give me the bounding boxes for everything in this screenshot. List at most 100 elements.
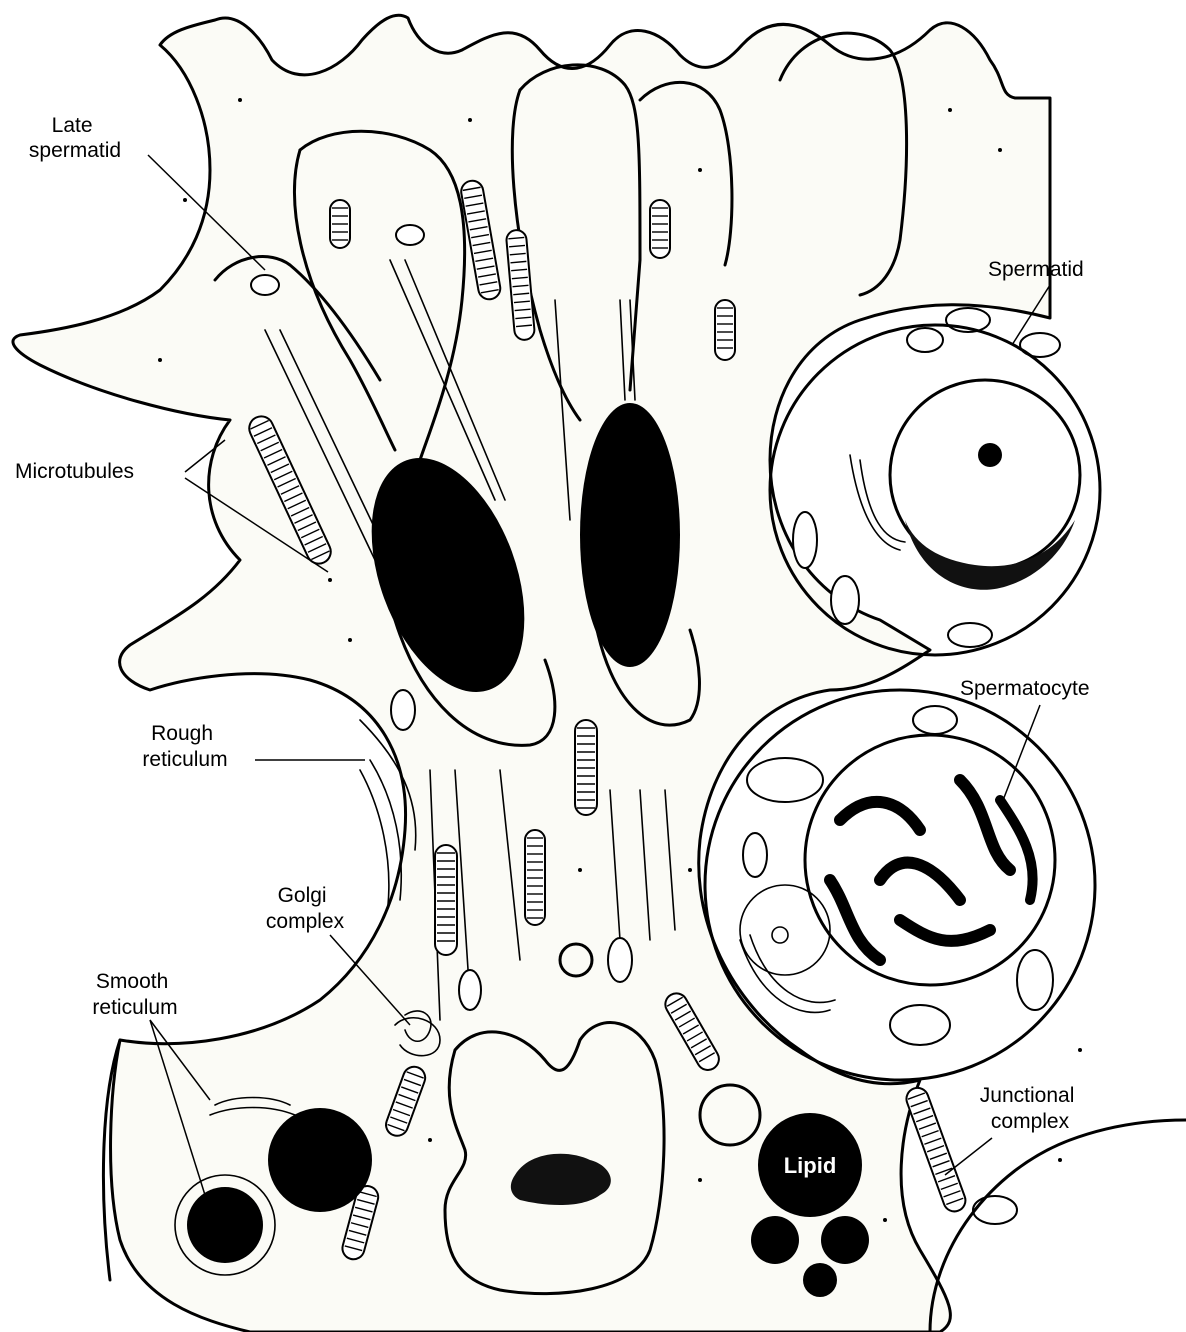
mitochondrion-crista: [940, 1182, 958, 1191]
label-smooth-reticulum-line1: Smooth: [96, 970, 168, 993]
mitochondrion-crista: [943, 1190, 961, 1198]
sertoli-nucleus: [443, 942, 666, 1296]
labels: Late spermatid Microtubules Rough reticu…: [15, 114, 1090, 1178]
mitochondrion-crista: [260, 441, 280, 452]
mitochondrion-crista: [307, 543, 327, 553]
mitochondrion-crista: [512, 284, 529, 288]
mitochondrion-crista: [403, 1078, 422, 1087]
mitochondrion-crista: [469, 225, 488, 231]
mitochondrion-crista: [935, 1167, 953, 1176]
mitochondrion-crista: [937, 1175, 956, 1183]
mitochondrion-crista: [508, 236, 525, 240]
mitochondrion-crista: [666, 996, 684, 1007]
mitochondrion-crista: [674, 1010, 692, 1021]
label-smooth-reticulum: Smooth reticulum: [92, 970, 177, 1019]
mitochondrion-crista: [468, 218, 487, 223]
mitochondrion-crista: [511, 268, 528, 272]
mitochondrion-crista: [924, 1137, 942, 1145]
mitochondrion-crista: [929, 1152, 948, 1160]
mitochondrion-crista: [270, 463, 290, 474]
label-smooth-reticulum-line2: reticulum: [92, 996, 177, 1019]
mitochondrion-crista: [475, 257, 494, 262]
mitochondrion-crista: [471, 233, 490, 239]
label-rough-reticulum: Rough reticulum: [142, 722, 227, 771]
mitochondrion-crista: [304, 535, 324, 546]
mitochondrion-crista: [284, 492, 303, 503]
mitochondrion-crista: [253, 427, 273, 437]
mitochondrion-crista: [678, 1017, 696, 1028]
mitochondrion-crista: [398, 1093, 416, 1102]
mitochondrion-crista: [932, 1160, 950, 1168]
microtubules: [264, 259, 676, 1021]
mitochondrion-crista: [511, 276, 528, 280]
mitochondrion-crista: [915, 1114, 934, 1123]
mitochondrion-crista: [277, 477, 296, 488]
mitochondrion-crista: [350, 1222, 369, 1229]
mitochondrion-crista: [686, 1031, 704, 1042]
mitochondrion-crista: [479, 281, 498, 286]
mitochondrion-crista: [256, 434, 276, 445]
neighbor-cell-bottom-left: [101, 1038, 122, 1282]
mitochondrion-crista: [698, 1052, 716, 1063]
neighbor-cell-bottom-right: [928, 1118, 1186, 1332]
mitochondrion-crista: [462, 186, 481, 192]
label-junctional-complex-line1: Junctional: [980, 1084, 1075, 1107]
mitochondrion-crista: [476, 265, 495, 270]
vesicles: [158, 98, 1082, 1222]
mitochondrion-crista: [464, 194, 483, 199]
label-golgi-complex-line1: Golgi: [278, 884, 327, 907]
mitochondrion-crista: [406, 1071, 424, 1079]
mitochondrion-crista: [690, 1038, 708, 1049]
mitochondrion-crista: [346, 1237, 365, 1244]
mitochondrion-crista: [392, 1108, 411, 1117]
mitochondrion-crista: [290, 506, 310, 517]
label-late-spermatid: Late spermatid: [29, 114, 121, 162]
mitochondrion-crista: [465, 202, 484, 207]
mitochondrion-crista: [267, 456, 286, 466]
mitochondrion-crista: [670, 1003, 688, 1014]
mitochondrion-crista: [263, 448, 283, 459]
mitochondrion-crista: [300, 528, 320, 539]
mitochondrion-crista: [946, 1197, 964, 1206]
mitochondria: [248, 179, 1061, 1261]
spermatocyte-nucleus: [803, 733, 1057, 987]
mitochondrion-crista: [280, 485, 300, 495]
mitochondrion-crista: [913, 1107, 931, 1115]
mitochondrion-crista: [473, 249, 492, 255]
lipid-droplets: [174, 1083, 869, 1297]
golgi-and-reticulum: [209, 454, 906, 1116]
mitochondrion-crista: [352, 1214, 371, 1221]
mitochondrion-crista: [466, 210, 485, 215]
label-junctional-complex-line2: complex: [991, 1110, 1070, 1133]
mitochondrion-crista: [510, 260, 527, 264]
mitochondrion-crista: [311, 550, 330, 561]
spermatocyte-cell: [703, 688, 1097, 1082]
label-spermatocyte: Spermatocyte: [960, 677, 1090, 700]
mitochondrion-crista: [926, 1144, 945, 1153]
mitochondrion-crista: [390, 1116, 408, 1124]
label-golgi-complex-line2: complex: [266, 910, 345, 933]
label-rough-reticulum-line1: Rough: [151, 722, 213, 745]
mitochondrion-crista: [509, 244, 526, 248]
mitochondrion-crista: [472, 241, 491, 247]
mitochondrion-crista: [509, 252, 526, 256]
mitochondrion-crista: [395, 1101, 413, 1109]
mitochondrion-crista: [294, 514, 313, 524]
mitochondrion-crista: [359, 1191, 377, 1198]
mitochondrion-crista: [401, 1086, 419, 1094]
label-late-spermatid-line2: spermatid: [29, 139, 121, 162]
mitochondrion-crista: [478, 273, 496, 278]
mitochondrion-crista: [514, 308, 531, 312]
mitochondrion-crista: [910, 1099, 928, 1108]
late-spermatid-heads: [213, 31, 909, 747]
mitochondrion-crista: [513, 292, 530, 296]
mitochondrion-crista: [515, 316, 532, 320]
leader-lines: [147, 154, 1051, 1196]
mitochondrion-crista: [682, 1024, 700, 1035]
label-microtubules: Microtubules: [15, 460, 134, 483]
mitochondrion-crista: [250, 419, 269, 430]
nucleus-dense-right: [580, 403, 680, 667]
mitochondrion-crista: [297, 521, 317, 532]
mitochondrion-crista: [287, 499, 307, 510]
